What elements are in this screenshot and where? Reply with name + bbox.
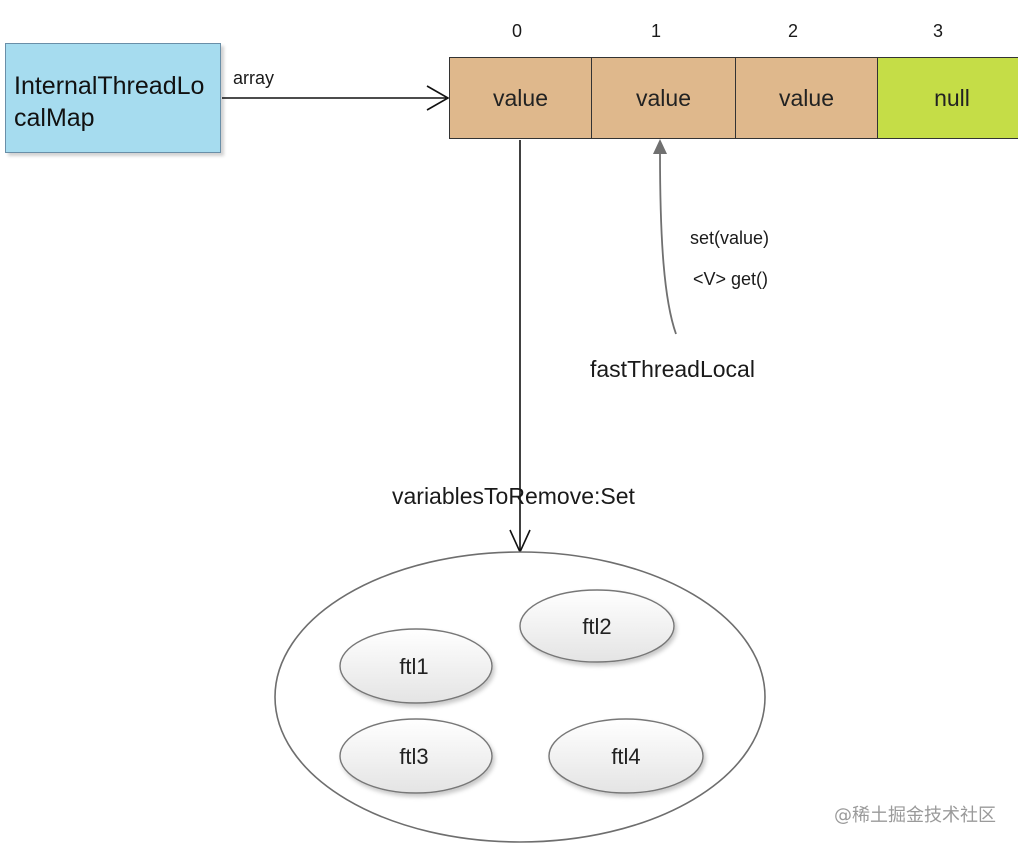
method-get-label: <V> get() xyxy=(693,269,769,289)
set-item-ftl2 xyxy=(519,589,675,663)
fast-thread-local-arrowhead xyxy=(653,139,667,154)
array-label: array xyxy=(233,68,275,88)
set-item-ftl3 xyxy=(339,718,493,794)
internal-thread-local-map-box: InternalThreadLocalMap xyxy=(5,43,221,153)
method-set-label: set(value) xyxy=(690,228,770,248)
array-index-3: 3 xyxy=(932,21,943,41)
fast-thread-local-label: fastThreadLocal xyxy=(590,356,755,382)
set-item-label-ftl1: ftl1 xyxy=(399,654,429,679)
watermark: @稀土掘金技术社区 xyxy=(834,805,996,826)
fast-thread-local-arrow xyxy=(659,151,677,335)
array-index-1: 1 xyxy=(650,21,661,41)
set-item-ftl1 xyxy=(339,628,493,704)
array-pointer-arrowhead xyxy=(426,85,450,111)
array-cell-2: value xyxy=(735,57,878,139)
variables-to-remove-label: variablesToRemove:Set xyxy=(392,483,635,509)
set-item-label-ftl2: ftl2 xyxy=(582,614,612,639)
array-index-2: 2 xyxy=(787,21,798,41)
set-item-ftl4 xyxy=(548,718,704,794)
array-index-0: 0 xyxy=(511,21,522,41)
variables-to-remove-set xyxy=(274,551,766,843)
array-cell-0: value xyxy=(449,57,592,139)
array-cell-1: value xyxy=(591,57,736,139)
set-item-label-ftl3: ftl3 xyxy=(399,744,429,769)
array-cell-3: null xyxy=(877,57,1018,139)
set-item-label-ftl4: ftl4 xyxy=(611,744,641,769)
